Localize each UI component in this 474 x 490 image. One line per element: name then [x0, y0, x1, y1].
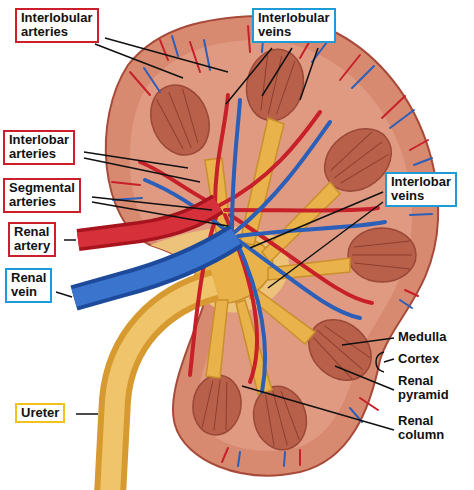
leader-line	[342, 338, 394, 345]
leader-line	[335, 366, 394, 390]
label-text: Interlobar veins	[391, 175, 451, 204]
renal-pyramid	[202, 378, 232, 433]
interlobar-vein	[238, 240, 360, 318]
label-box: Segmental arteries	[3, 178, 81, 213]
leader-line	[92, 197, 228, 226]
leader-line	[376, 352, 394, 372]
kidney-outline	[130, 40, 412, 451]
ureter	[110, 285, 215, 490]
leader-line	[84, 152, 200, 182]
label-text: Renal vein	[11, 271, 46, 300]
leader-line	[56, 292, 72, 297]
label-box: Renal artery	[8, 222, 56, 257]
renal-pyramid	[240, 44, 311, 127]
leader-line	[242, 386, 394, 430]
interlobar-vein	[232, 100, 240, 232]
interlobar-artery	[140, 95, 378, 382]
interlobar-vein	[238, 222, 385, 236]
label-text: Segmental arteries	[9, 181, 75, 210]
label-text: Renal artery	[14, 225, 50, 254]
renal-artery	[78, 204, 218, 240]
renal-pyramid	[190, 372, 245, 437]
label-text: Interlobular arteries	[21, 11, 93, 40]
label-box: Ureter	[15, 403, 65, 423]
ureter	[110, 285, 215, 490]
label-box: Interlobular veins	[252, 8, 336, 43]
interlobular-vessel	[112, 26, 432, 466]
renal-pyramid	[141, 44, 416, 456]
renal-pyramid	[190, 372, 245, 437]
interlobar-artery	[225, 208, 378, 211]
leader-line	[64, 239, 76, 241]
leader-line	[56, 38, 394, 430]
interlobar-vein	[236, 240, 265, 392]
renal-pelvis	[206, 300, 228, 378]
part-label: Medulla	[396, 330, 448, 344]
renal-pyramid	[352, 241, 412, 269]
renal-pyramid	[141, 76, 220, 164]
leader-line	[250, 192, 383, 288]
interlobar-artery	[215, 95, 228, 205]
label-box: Interlobar veins	[385, 172, 457, 207]
interlobular-vessel	[113, 26, 432, 466]
renal-pyramid	[247, 380, 314, 455]
renal-pyramid	[247, 380, 314, 455]
leader-line	[76, 413, 98, 415]
part-label: Renal column	[396, 414, 446, 443]
leader-line	[226, 48, 318, 104]
kidney-outline	[106, 16, 438, 476]
renal-pyramid	[326, 131, 391, 189]
renal-pyramid	[348, 228, 416, 282]
leader-line	[95, 38, 228, 78]
renal-pyramid	[141, 76, 220, 164]
renal-pyramid	[348, 228, 416, 282]
renal-artery	[78, 204, 218, 240]
renal-artery	[78, 204, 218, 240]
renal-pyramid	[240, 44, 311, 127]
renal-vein	[74, 236, 236, 298]
renal-vein	[74, 236, 236, 298]
kidney-outline	[106, 16, 438, 476]
part-label: Renal pyramid	[396, 374, 451, 403]
label-box: Interlobar arteries	[3, 130, 75, 165]
label-text: Interlobular veins	[258, 11, 330, 40]
label-text: Interlobar arteries	[9, 133, 69, 162]
renal-pyramid	[308, 320, 372, 380]
interlobar-vein	[145, 100, 385, 392]
renal-pyramid	[156, 87, 204, 153]
label-box: Renal vein	[5, 268, 52, 303]
ureter	[110, 285, 215, 490]
label-text: Ureter	[21, 406, 59, 420]
label-box: Interlobular arteries	[15, 8, 99, 43]
part-label: Cortex	[396, 352, 441, 366]
renal-vein	[74, 236, 236, 298]
interlobar-vein	[235, 122, 330, 232]
